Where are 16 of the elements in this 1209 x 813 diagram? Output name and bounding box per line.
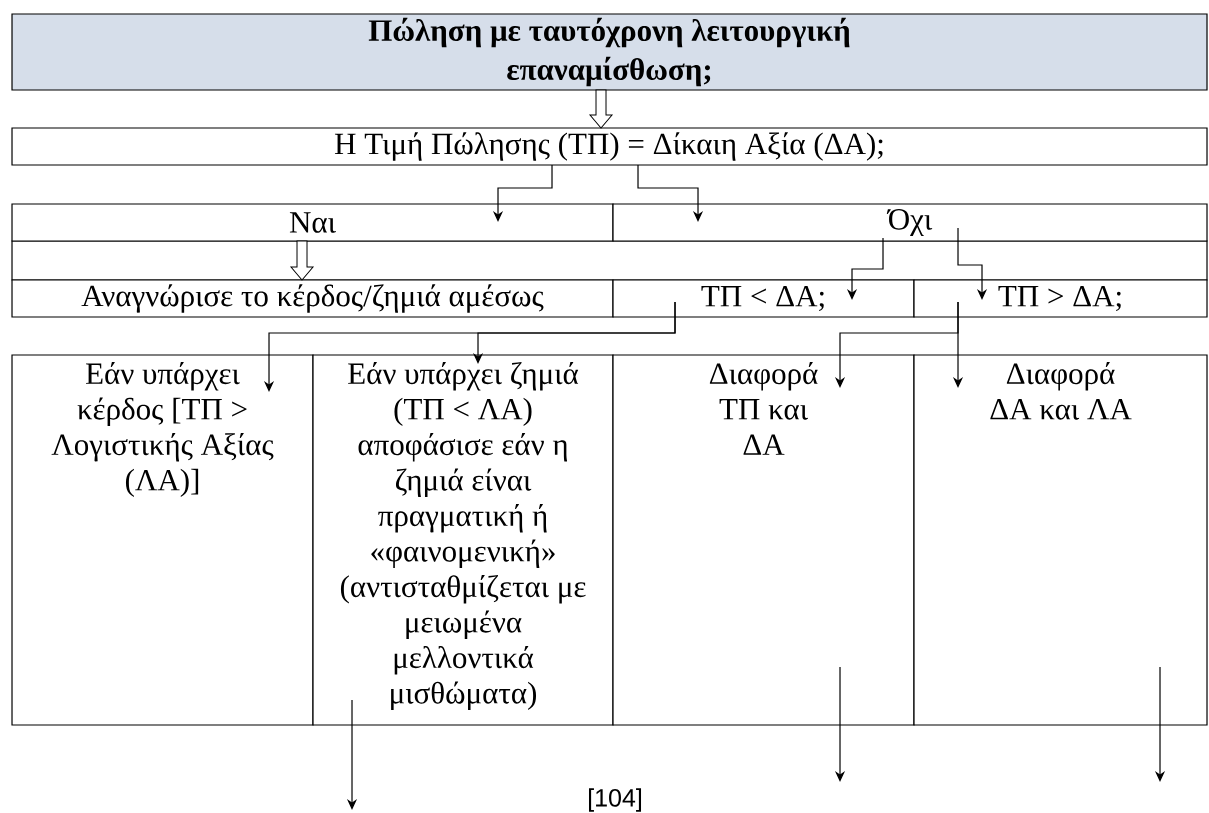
- block-arrow: [290, 240, 314, 281]
- table-cell: Εάν υπάρχει ζημιά (ΤΠ < ΛΑ) αποφάσισε εάν η ζημιά είναι πραγματική ή «φαινομενική» (αντισταθμίζεται με μειωμένα μελλοντικά μισθώματα): [312, 354, 614, 726]
- table-cell: ΤΠ > ΔΑ;: [913, 279, 1208, 318]
- page-number: [104]: [589, 788, 641, 812]
- table-cell: Ναι: [11, 203, 614, 242]
- arrow: [637, 164, 704, 222]
- table-cell: Διαφορά ΤΠ και ΔΑ: [612, 354, 915, 726]
- table-cell: ΤΠ < ΔΑ;: [612, 279, 915, 318]
- table-cell: Η Τιμή Πώλησης (ΤΠ) = Δίκαιη Αξία (ΔΑ);: [11, 127, 1208, 166]
- table-cell: Εάν υπάρχει κέρδος [ΤΠ > Λογιστικής Αξίας (ΛΑ)]: [11, 354, 314, 726]
- table-cell: Αναγνώρισε το κέρδος/ζημιά αμέσως: [11, 279, 614, 318]
- table-cell: Διαφορά ΔΑ και ΛΑ: [913, 354, 1208, 726]
- table-cell: Όχι: [612, 203, 1208, 242]
- title-box: Πώληση με ταυτόχρονη λειτουργική επαναμίσθωση;: [11, 13, 1208, 91]
- arrow: [957, 227, 988, 300]
- block-arrow: [589, 89, 613, 129]
